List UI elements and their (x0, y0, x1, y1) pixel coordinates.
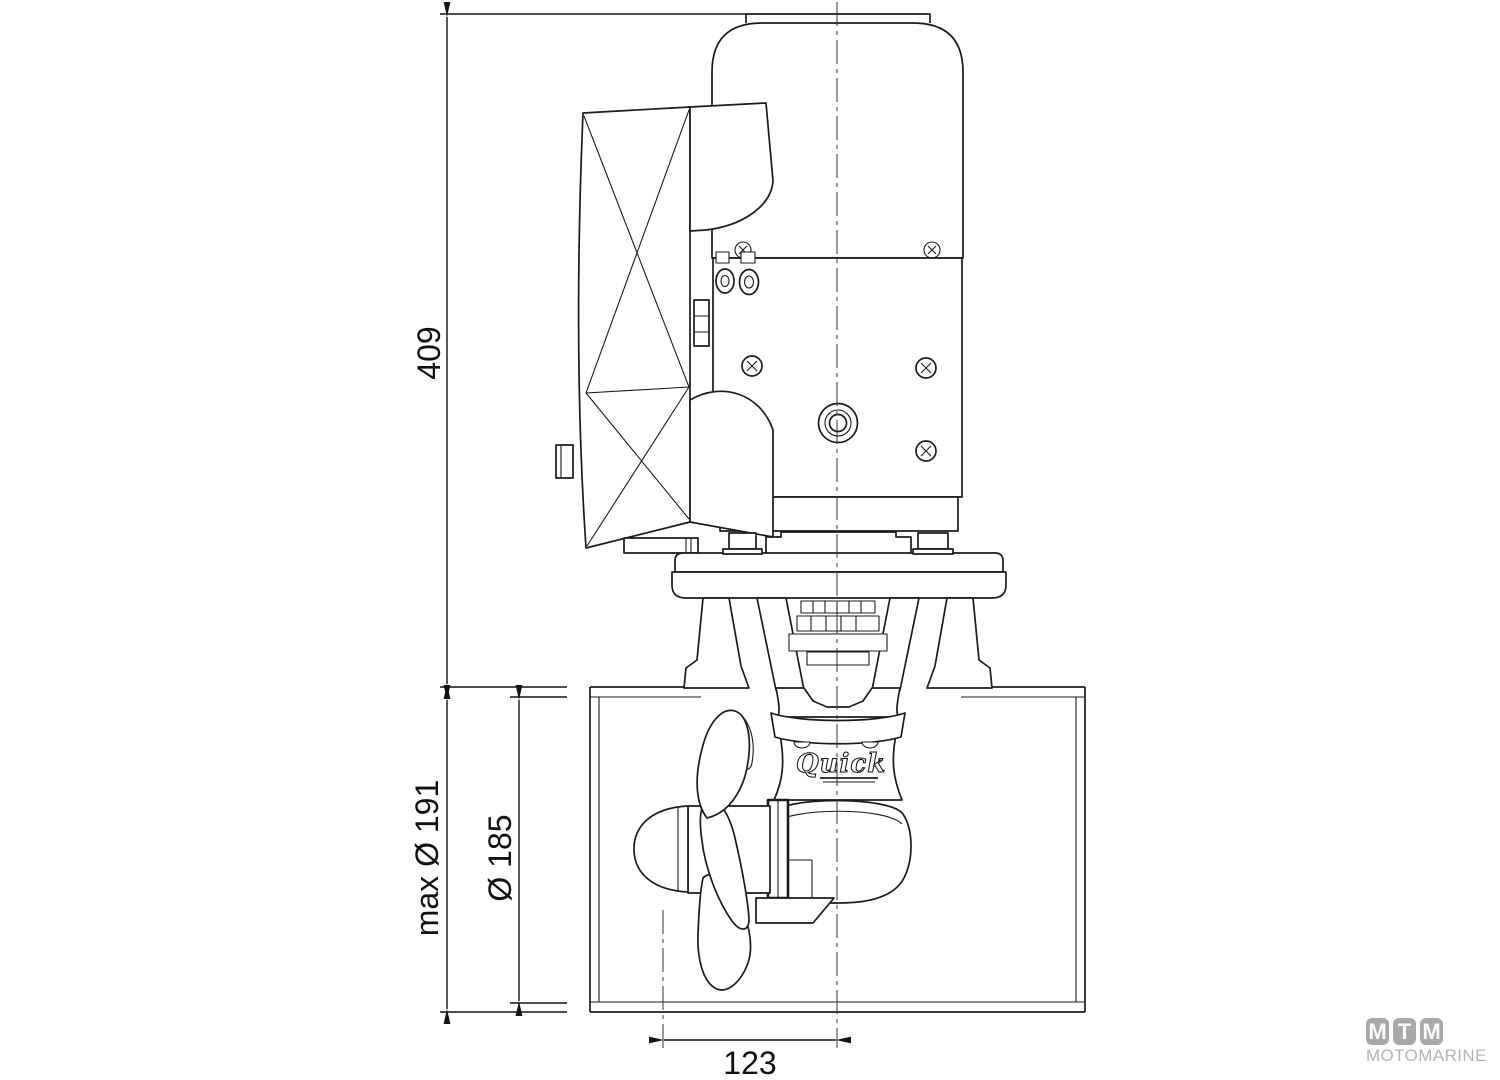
cap-screw-right (923, 241, 941, 259)
screw-cross-icon (920, 362, 932, 374)
electric-motor (693, 13, 964, 553)
cover-mount-tab-lines (694, 315, 709, 333)
motor-end-cap (711, 22, 964, 259)
terminal-tabs (715, 251, 756, 264)
bolt-washer (722, 548, 763, 555)
terminal-stud-right (738, 268, 760, 296)
gear-leg (633, 687, 912, 924)
drain-plug-left (793, 741, 811, 749)
center-boss-mid (824, 409, 852, 437)
cover-side-tab (555, 444, 574, 479)
terminal-stud-left-inner (720, 274, 730, 288)
cover-bottom-bracket (689, 390, 774, 538)
hub-nose-cone (633, 805, 689, 893)
gear-pod (769, 799, 912, 904)
cover-foot (623, 537, 699, 554)
screw-cross-icon (927, 245, 937, 255)
flange-bolt-left (722, 532, 763, 555)
mtm-tile-t: T (1393, 1018, 1416, 1045)
dim-label-max-diameter: max Ø 191 (409, 780, 445, 937)
leg-body (773, 734, 903, 801)
stack-row-1-splines (812, 601, 862, 613)
bolt-head (917, 532, 949, 550)
leg-outer-left (683, 597, 750, 689)
body-screw-upper-right (915, 357, 937, 379)
gear-shaft-stack (788, 600, 888, 666)
screw-cross-icon (920, 445, 932, 457)
center-boss-inner (828, 413, 848, 433)
leg-outer-right (926, 597, 993, 689)
propeller-blade-top (696, 709, 751, 819)
bolt-washer (912, 548, 954, 555)
stack-row-2 (796, 615, 880, 632)
mounting-flange (671, 532, 1007, 599)
flange-bolt-right (912, 532, 954, 555)
electronic-cover (555, 102, 774, 554)
flange-upper-band (674, 552, 1004, 573)
dimension-propeller-offset: 123 (649, 1036, 851, 1080)
terminal-stud-right-inner (743, 275, 755, 289)
dim-label-overall-height: 409 (411, 326, 447, 379)
center-boss-outer (817, 402, 859, 444)
propeller-blade-middle (699, 799, 750, 930)
cover-front-face (577, 106, 691, 549)
motor-top-boss (745, 13, 931, 23)
stack-row-2-splines (810, 616, 857, 631)
mtm-logo-tiles: M T M (1366, 1018, 1500, 1045)
motor-base-plate (765, 531, 912, 553)
anode (755, 897, 835, 924)
flange-lower-band (671, 571, 1007, 599)
propeller (696, 709, 754, 991)
quick-logo-text: Quick (796, 749, 886, 779)
centerlines (662, 2, 838, 1048)
cover-facet-creases (583, 109, 690, 547)
mtm-tile-m2: M (1420, 1018, 1443, 1045)
cover-foot-lines (685, 538, 692, 553)
quick-logo: Quick (795, 748, 886, 783)
dimension-overall-height: 409 (411, 1, 748, 699)
dimension-max-diameter: max Ø 191 (409, 685, 567, 1024)
mtm-tile-m1: M (1366, 1018, 1389, 1045)
screw-cross-icon (746, 360, 758, 372)
bolt-head (728, 532, 757, 550)
cover-mount-tab (693, 299, 710, 347)
mtm-watermark: M T M MOTOMARINE (1366, 1018, 1500, 1066)
dim-label-propeller-offset: 123 (723, 1045, 776, 1080)
stack-row-1 (800, 600, 876, 614)
dim-label-tunnel-diameter: Ø 185 (482, 814, 518, 901)
drain-plug-right (861, 741, 879, 749)
support-legs (683, 597, 993, 691)
cover-top-bracket (689, 102, 774, 232)
dimension-tunnel-diameter: Ø 185 (482, 685, 567, 1016)
body-screw-left (741, 355, 763, 377)
stack-plate (788, 633, 888, 652)
terminal-stud-left (715, 268, 735, 294)
mtm-watermark-name: MOTOMARINE (1366, 1046, 1487, 1065)
body-screw-lower-right (915, 440, 937, 462)
leg-throat (775, 687, 901, 718)
stack-block (806, 651, 870, 666)
